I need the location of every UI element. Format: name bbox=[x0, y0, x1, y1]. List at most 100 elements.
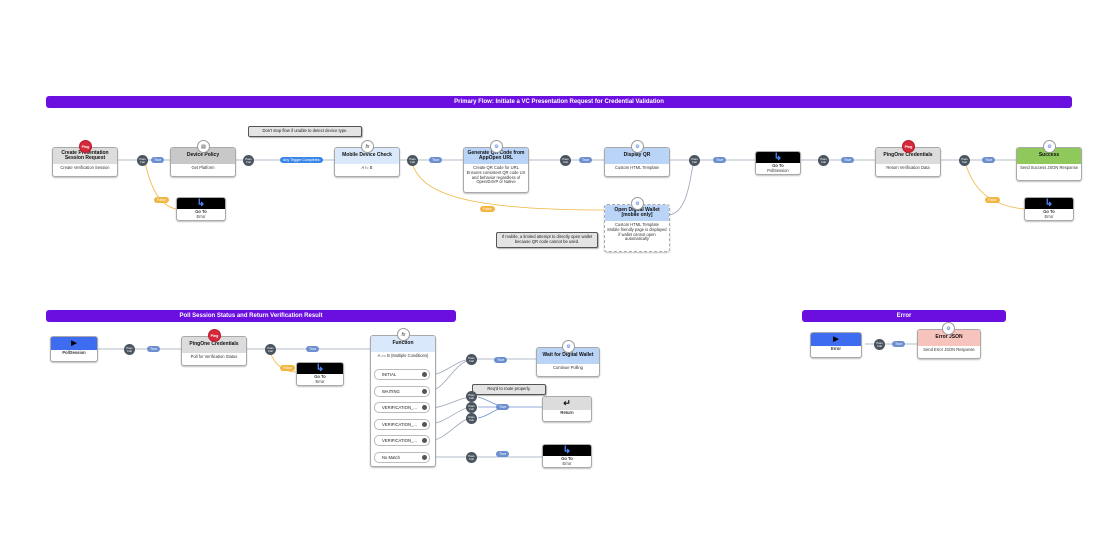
gear-icon[interactable]: Pass Fail bbox=[959, 155, 970, 166]
function-option-verification-2[interactable]: VERIFICATION_... bbox=[374, 419, 430, 430]
node-title: Go To bbox=[561, 456, 573, 461]
any-trigger-pill[interactable]: Any Trigger Completes bbox=[280, 157, 323, 163]
true-pill[interactable]: True bbox=[147, 346, 161, 352]
option-port[interactable] bbox=[422, 389, 427, 394]
return-arrow-icon: ↳ bbox=[177, 198, 225, 209]
gear-icon[interactable]: Pass Fail bbox=[265, 344, 276, 355]
gear-icon[interactable]: Pass Fail bbox=[124, 344, 135, 355]
option-port[interactable] bbox=[422, 422, 427, 427]
node-pingone-credentials-poll[interactable]: PingOne Credentials Poll for Verificatio… bbox=[181, 336, 247, 366]
node-description: Custom HTML Template bbox=[615, 165, 659, 170]
function-option-verification-3[interactable]: VERIFICATION_... bbox=[374, 435, 430, 446]
document-icon: ▤ bbox=[197, 140, 210, 153]
function-option-verification-1[interactable]: VERIFICATION_... bbox=[374, 402, 430, 413]
node-description: Continue Polling bbox=[553, 365, 583, 370]
gear-icon: ⚙ bbox=[631, 197, 644, 210]
return-arrow-icon: ↳ bbox=[297, 363, 343, 374]
gear-icon: ⚙ bbox=[562, 340, 575, 353]
option-port[interactable] bbox=[422, 405, 427, 410]
gear-icon[interactable]: Pass Fail bbox=[137, 155, 148, 166]
true-pill[interactable]: True bbox=[496, 404, 510, 410]
return-arrow-icon: ↳ bbox=[1025, 198, 1073, 209]
true-pill[interactable]: True bbox=[151, 157, 165, 163]
node-description: Create QR Code for URL Ensures consisten… bbox=[466, 165, 526, 185]
node-error-start[interactable]: ▶ Error bbox=[810, 332, 862, 358]
gear-icon[interactable]: Pass Fail bbox=[466, 402, 477, 413]
gear-icon[interactable]: Pass Fail bbox=[407, 155, 418, 166]
option-port[interactable] bbox=[422, 372, 427, 377]
gear-icon[interactable]: Pass Fail bbox=[818, 155, 829, 166]
node-title: Device Policy bbox=[171, 148, 235, 164]
false-pill[interactable]: False bbox=[154, 197, 169, 203]
node-description: Poll for Verification Status bbox=[190, 354, 238, 359]
node-title: Error bbox=[830, 346, 841, 351]
gear-icon[interactable]: Pass Fail bbox=[466, 452, 477, 463]
gear-icon: ⚙ bbox=[490, 140, 503, 153]
primary-flow-banner: Primary Flow: Initiate a VC Presentation… bbox=[46, 96, 1072, 108]
true-pill[interactable]: True bbox=[713, 157, 727, 163]
node-description: Create Verification Session bbox=[60, 165, 110, 170]
option-label: INITIAL bbox=[382, 372, 397, 377]
node-description: Error bbox=[1044, 213, 1054, 219]
gear-icon[interactable]: Pass Fail bbox=[874, 339, 885, 350]
gear-icon[interactable]: Pass Fail bbox=[466, 354, 477, 365]
option-label: WAITING bbox=[382, 389, 400, 394]
return-arrow-icon: ↳ bbox=[543, 445, 591, 456]
return-arrow-icon: ↳ bbox=[756, 152, 800, 163]
node-title: Error JSON bbox=[918, 330, 980, 346]
node-title: Go To bbox=[195, 209, 207, 214]
false-pill[interactable]: False bbox=[985, 197, 1000, 203]
option-label: VERIFICATION_... bbox=[382, 405, 417, 410]
true-pill[interactable]: True bbox=[429, 157, 443, 163]
true-pill[interactable]: True bbox=[306, 346, 320, 352]
poll-session-banner: Poll Session Status and Return Verificat… bbox=[46, 310, 456, 322]
true-pill[interactable]: True bbox=[579, 157, 593, 163]
true-pill[interactable]: True bbox=[892, 341, 906, 347]
gear-icon[interactable]: Pass Fail bbox=[466, 391, 477, 402]
node-description: Get Platform bbox=[191, 165, 215, 170]
true-pill[interactable]: True bbox=[841, 157, 855, 163]
function-icon: fx bbox=[397, 328, 410, 341]
note-mobile-wallet[interactable]: If mobile, a limited attempt to directly… bbox=[496, 232, 598, 248]
option-port[interactable] bbox=[422, 455, 427, 460]
function-option-waiting[interactable]: WAITING bbox=[374, 386, 430, 397]
true-pill[interactable]: True bbox=[496, 451, 510, 457]
gear-icon[interactable]: Pass Fail bbox=[689, 155, 700, 166]
node-return[interactable]: ↵ Return bbox=[542, 396, 592, 422]
node-description: Error bbox=[196, 213, 206, 219]
node-generate-qr[interactable]: Generate QR Code from AppOpen URL Create… bbox=[463, 147, 529, 193]
node-description: A != B bbox=[361, 165, 373, 170]
node-description: Error bbox=[315, 378, 325, 384]
error-banner: Error bbox=[802, 310, 1006, 322]
node-open-digital-wallet[interactable]: Open Digital Wallet [mobile only] Custom… bbox=[604, 204, 670, 252]
false-pill[interactable]: False bbox=[280, 365, 295, 371]
note-device-type[interactable]: Don't stop flow if unable to detect devi… bbox=[248, 126, 362, 137]
play-icon: ▶ bbox=[811, 333, 861, 346]
ping-logo-icon: Ping bbox=[902, 140, 915, 153]
function-option-initial[interactable]: INITIAL bbox=[374, 369, 430, 380]
node-display-qr[interactable]: Display QR Custom HTML Template bbox=[604, 147, 670, 177]
gear-icon: ⚙ bbox=[942, 322, 955, 335]
ping-logo-icon: Ping bbox=[208, 329, 221, 342]
gear-icon: ⚙ bbox=[631, 140, 644, 153]
true-pill[interactable]: True bbox=[982, 157, 996, 163]
node-title: Success bbox=[1017, 148, 1081, 164]
false-pill[interactable]: False bbox=[480, 206, 495, 212]
node-title: PingOne Credentials bbox=[876, 148, 940, 164]
node-function[interactable]: Function A == B (Multiple Conditions) bbox=[370, 335, 436, 467]
note-route[interactable]: Req'd to route properly. bbox=[472, 384, 546, 395]
function-option-no-match[interactable]: No Match bbox=[374, 452, 430, 463]
node-title: Go To bbox=[772, 163, 784, 168]
gear-icon[interactable]: Pass Fail bbox=[466, 413, 477, 424]
true-pill[interactable]: True bbox=[494, 357, 508, 363]
gear-icon[interactable]: Pass Fail bbox=[243, 155, 254, 166]
option-port[interactable] bbox=[422, 438, 427, 443]
gear-icon[interactable]: Pass Fail bbox=[560, 155, 571, 166]
node-pollsession-start[interactable]: ▶ PollSession bbox=[50, 336, 98, 362]
